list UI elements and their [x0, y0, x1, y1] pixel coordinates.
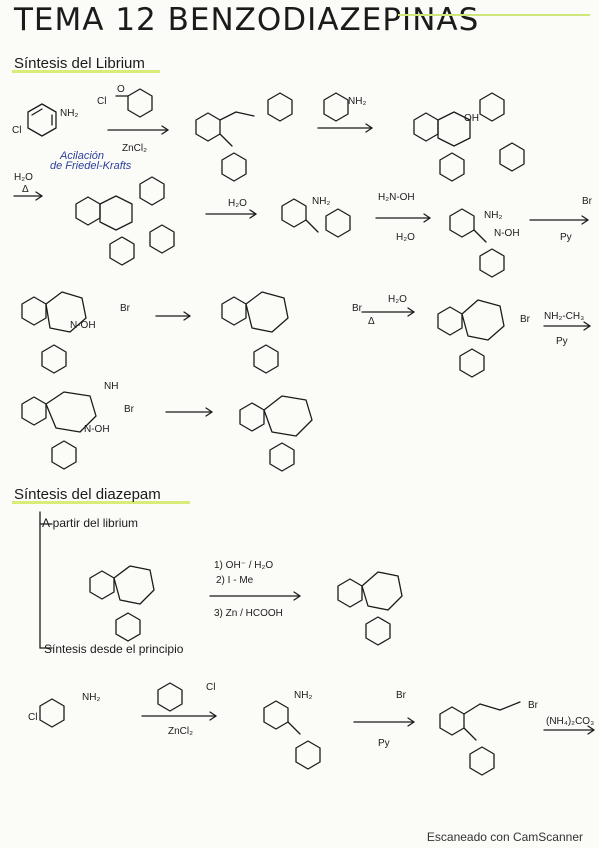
chloroaniline-1 — [27, 103, 57, 137]
diazepam-1 — [337, 571, 403, 646]
label-delta-1: Δ — [22, 184, 29, 195]
label-h2o-2: H₂O — [228, 198, 247, 209]
arrow-9 — [543, 321, 591, 331]
benzoyl-chloride-2 — [157, 682, 183, 712]
chloroacetamide-oxime — [21, 291, 87, 374]
label-nh2-1: NH₂ — [60, 108, 79, 119]
branch-scratch-label: Síntesis desde el principio — [44, 642, 184, 656]
arrow-7 — [155, 311, 191, 321]
label-friedel: de Friedel-Krafts — [50, 160, 132, 172]
label-br-4: Br — [520, 314, 530, 325]
librium-deoxy — [89, 565, 155, 642]
camscanner-watermark: Escaneado con CamScanner — [426, 830, 583, 844]
label-acylation: Acilación — [60, 150, 105, 162]
arrow-6 — [529, 215, 589, 225]
label-cl-1: Cl — [12, 125, 22, 136]
label-nh2-4: NH₂ — [484, 210, 503, 221]
label-cl-3: Cl — [28, 712, 38, 723]
label-delta-2: Δ — [368, 316, 375, 327]
label-oh-1: OH — [464, 113, 479, 124]
label-zncl2-1: ZnCl₂ — [122, 143, 147, 154]
cyclized-intermediate — [221, 291, 289, 374]
arrow-2 — [317, 123, 373, 133]
label-nh2-3: NH₂ — [312, 196, 331, 207]
arrow-14 — [543, 725, 595, 735]
section1-highlight — [12, 70, 160, 73]
benzoyl-chloride-1 — [115, 88, 153, 118]
amidine-oxime — [21, 391, 97, 470]
adduct-2 — [75, 176, 175, 266]
arrow-5 — [375, 213, 431, 223]
label-h2o-1: H₂O — [14, 172, 33, 183]
label-h2o-4: H₂O — [388, 294, 407, 305]
adduct-1 — [413, 92, 525, 182]
arrow-8 — [361, 307, 415, 317]
arrow-4 — [205, 209, 257, 219]
branch-lines — [39, 511, 53, 649]
arrow-3 — [13, 191, 43, 201]
oxime — [449, 208, 505, 278]
arrow-10 — [165, 407, 213, 417]
label-br-1: Br — [582, 196, 592, 207]
chloroaniline-2 — [39, 698, 65, 728]
label-br-2: Br — [120, 303, 130, 314]
label-py-2: Py — [556, 336, 568, 347]
aminobenzophenone-2 — [281, 198, 351, 238]
arrow-11 — [209, 591, 301, 601]
aminobenzophenone-3 — [263, 700, 321, 770]
label-methylamine: NH₂-CH₃ — [544, 311, 585, 322]
label-noh-1: N-OH — [494, 228, 520, 239]
label-noh-3: N-OH — [84, 424, 110, 435]
label-cl-4: Cl — [206, 682, 216, 693]
section2-highlight — [12, 501, 190, 504]
label-nh2-6: NH₂ — [294, 690, 313, 701]
arrow-13 — [353, 717, 415, 727]
nitrone-intermediate — [437, 299, 505, 378]
label-br-3: Br — [352, 303, 362, 314]
label-step3: 3) Zn / HCOOH — [214, 608, 283, 619]
section2-heading: Síntesis del diazepam — [14, 486, 161, 503]
label-h2o-3: H₂O — [396, 232, 415, 243]
label-cl-2: Cl — [97, 96, 107, 107]
label-br-6: Br — [396, 690, 406, 701]
title-underline — [398, 14, 590, 16]
label-hydroxylamine: H₂N-OH — [378, 192, 415, 203]
label-br-7: Br — [528, 700, 538, 711]
label-noh-2: N-OH — [70, 320, 96, 331]
page-title: TEMA 12 BENZODIAZEPINAS — [14, 2, 480, 38]
label-nh2-5: NH₂ — [82, 692, 101, 703]
label-zncl2-2: ZnCl₂ — [168, 726, 193, 737]
label-reagent: (NH₄)₂CO₃ — [546, 716, 595, 727]
librium-structure — [239, 395, 313, 472]
label-o-1: O — [117, 84, 125, 95]
label-step2: 2) I - Me — [216, 575, 254, 586]
arrow-1 — [107, 125, 169, 135]
section1-heading: Síntesis del Librium — [14, 55, 145, 72]
label-nh-1: NH — [104, 381, 119, 392]
arrow-12 — [141, 711, 217, 721]
label-py-3: Py — [378, 738, 390, 749]
label-nh2-2: NH₂ — [348, 96, 367, 107]
branch-librium-label: A partir del librium — [42, 516, 139, 530]
aniline-2 — [323, 92, 349, 122]
label-br-5: Br — [124, 404, 134, 415]
aminobenzophenone-1 — [195, 92, 293, 182]
label-py-1: Py — [560, 232, 572, 243]
bromoacetamide — [439, 701, 521, 776]
label-step1: 1) OH⁻ / H₂O — [214, 560, 274, 571]
